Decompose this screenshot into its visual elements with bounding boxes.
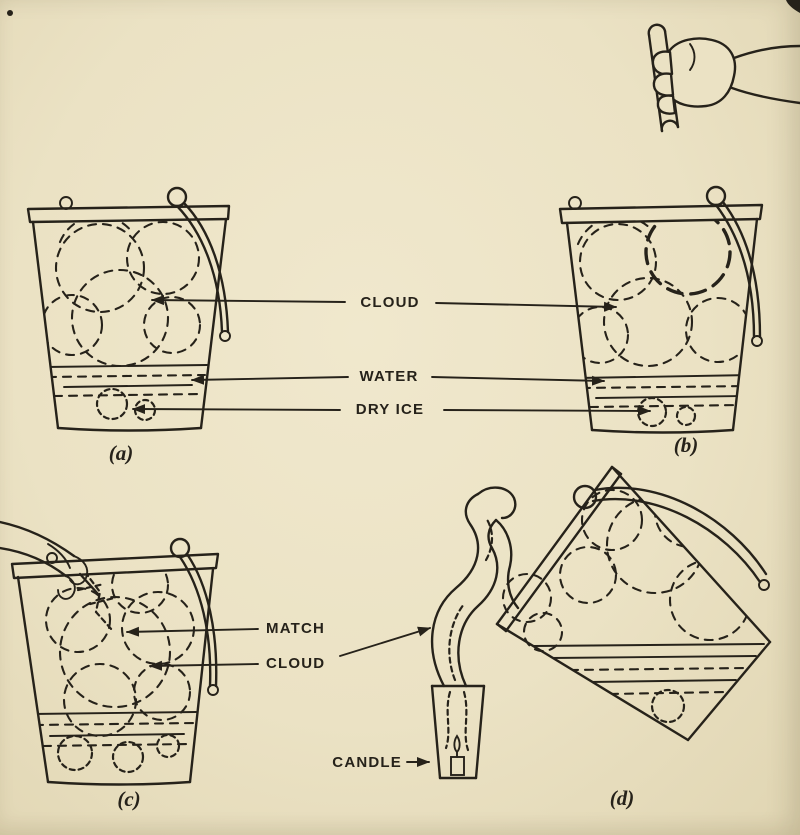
candle-callout: CANDLE: [332, 754, 430, 771]
scan-artifacts: [7, 0, 800, 16]
bucket-c-contents: [31, 570, 197, 774]
panel-letters: (a) (b) (c) (d): [109, 433, 699, 811]
bucket-b: [558, 185, 764, 434]
rim-ear: [568, 196, 582, 210]
candle-cup: [430, 684, 486, 780]
candle: [450, 734, 465, 776]
cloud-label-top: CLOUD: [360, 294, 419, 311]
hand-dropping-match: [0, 520, 100, 600]
water-arrow-left: [191, 374, 349, 385]
panel-letter-c: (c): [117, 787, 140, 811]
dry-ice-arrow-right: [443, 405, 651, 416]
bucket-b-contents: [570, 219, 753, 428]
rim-ear: [59, 196, 73, 210]
bucket-a-contents: [40, 219, 208, 422]
smoke-plume: [431, 486, 564, 688]
cloud-arrow-left: [151, 295, 346, 306]
dry-ice-a: [95, 387, 129, 421]
bucket-c-handle: [169, 537, 219, 696]
bucket-a-handle: [166, 186, 231, 342]
bucket-c: [0, 520, 220, 786]
bucket-d-contents: [533, 475, 765, 724]
dry-ice-b: [636, 396, 668, 428]
match-stick: [78, 572, 100, 596]
cloud-label-bottom: CLOUD: [266, 655, 325, 672]
match-label: MATCH: [266, 620, 325, 637]
water-arrow-right: [431, 375, 605, 386]
bucket-b-handle: [705, 185, 763, 347]
cloud-arrow-bucket-c: [149, 660, 259, 671]
panel-letter-b: (b): [674, 433, 699, 457]
bottom-left-callouts: MATCH CLOUD: [126, 620, 431, 672]
rim-ear: [46, 552, 58, 564]
dry-ice-arrow-left: [132, 404, 341, 415]
bucket-a: [26, 186, 231, 432]
bucket-d: [495, 465, 772, 742]
panel-letter-d: (d): [610, 786, 635, 810]
flame-icon: [453, 734, 461, 754]
candle-label: CANDLE: [332, 754, 402, 771]
cloud-arrow-smoke: [339, 626, 431, 657]
panel-letter-a: (a): [109, 441, 134, 465]
cloud-arrow-right: [435, 301, 617, 312]
bucket-d-handle: [572, 484, 770, 591]
dry-ice-d: [650, 688, 686, 724]
hand-with-rod: [647, 23, 800, 133]
top-callouts: CLOUD WATER DRY ICE: [132, 294, 651, 418]
water-label: WATER: [359, 368, 418, 385]
dry-ice-label: DRY ICE: [356, 401, 424, 418]
finger-curls: [651, 50, 677, 115]
match-arrow: [126, 626, 259, 637]
